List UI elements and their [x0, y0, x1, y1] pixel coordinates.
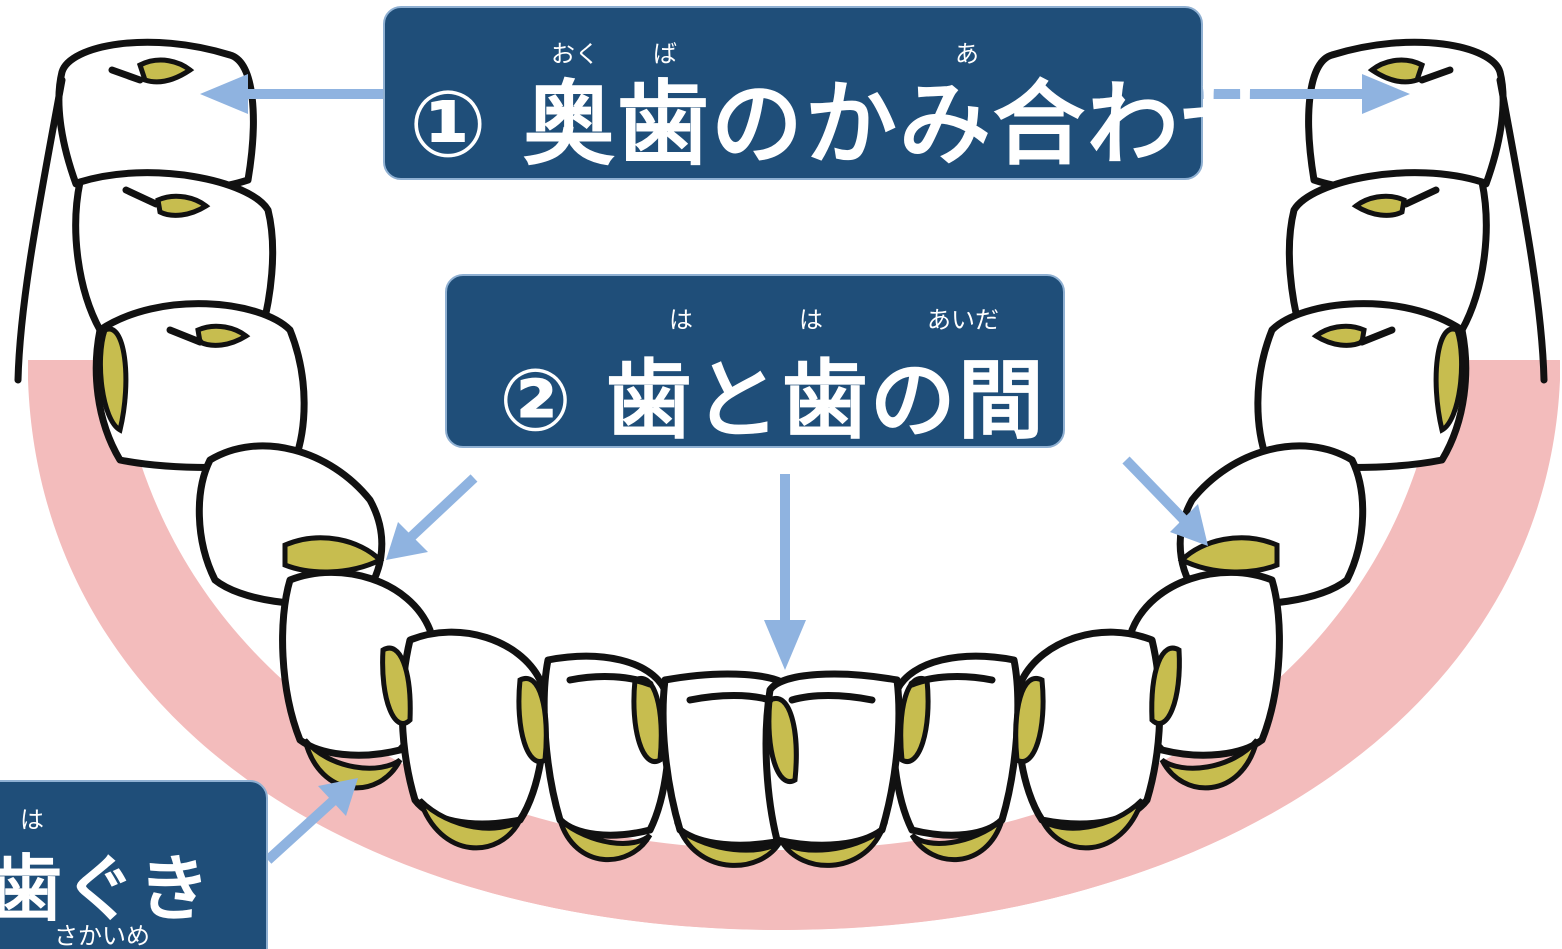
arrow-1-left-head	[200, 74, 248, 114]
plaque-gumline-left-1	[302, 738, 403, 791]
arrow-2-left-head	[386, 522, 428, 560]
plaque-molar-right-mid	[1351, 193, 1407, 218]
plaque-gap-left-1	[97, 326, 129, 434]
root-left-outer	[14, 76, 66, 384]
root-right-outer	[1496, 76, 1548, 384]
plaque-deposits	[97, 57, 1465, 868]
plaque-gumline-right-4	[779, 822, 889, 868]
plaque-gumline-right-2	[1039, 798, 1145, 851]
ruby-ha-gum: は	[20, 806, 44, 834]
arrow-2-left-shaft	[406, 474, 478, 542]
label-back-teeth-bite: おく ば あ ① 奥歯のかみ合わせ	[383, 6, 1273, 180]
arrow-2-right-shaft	[1122, 456, 1190, 526]
plaque-gap-center	[766, 696, 799, 784]
plaque-gumline-left-3	[555, 812, 653, 863]
molar-left-1	[55, 38, 257, 197]
ruby-a: あ	[955, 40, 979, 68]
edge-incisor-right	[788, 692, 876, 704]
plaque-gap-right-3	[1149, 645, 1182, 726]
plaque-gumline-right-3	[909, 812, 1007, 863]
plaque-gap-right-1	[1433, 326, 1465, 434]
label-back-teeth-bite-text: ① 奥歯のかみ合わせ	[409, 71, 1275, 178]
groove-right-3	[1358, 326, 1396, 346]
plaque-gap-left-3	[380, 645, 413, 726]
edge-incisor-left	[686, 692, 774, 704]
ruby-ha-2: は	[799, 306, 823, 334]
edge-canine-right	[908, 673, 996, 688]
plaque-gap-right-2	[1177, 535, 1280, 575]
plaque-gumline-left-4	[673, 822, 783, 868]
label-gumline-text: 歯ぐき	[0, 847, 213, 931]
ruby-oku: おく	[551, 40, 599, 68]
groove-left-3	[166, 326, 204, 346]
plaque-molar-right-top	[1367, 57, 1426, 85]
arrow-2-right-head	[1170, 504, 1208, 546]
label-gumline: は 歯ぐき さかいめ	[0, 780, 268, 949]
plaque-molar-right-low	[1311, 323, 1367, 348]
plaque-molar-left-mid	[155, 193, 211, 218]
ruby-aida: あいだ	[927, 306, 999, 334]
groove-left-1	[108, 66, 144, 84]
label-between-teeth-text: ② 歯と歯の間	[499, 351, 1046, 451]
plaque-gap-left-4	[516, 676, 549, 764]
ruby-ha-1: は	[669, 306, 693, 334]
edge-canine-left	[566, 673, 654, 688]
arrows	[200, 74, 1410, 864]
groove-right-1	[1418, 66, 1454, 84]
incisor-right-1	[762, 670, 903, 849]
arrow-3-head	[318, 778, 358, 816]
groove-right-2	[1402, 186, 1440, 208]
plaque-gumline-left-2	[417, 798, 523, 851]
ruby-ba: ば	[653, 40, 677, 68]
ruby-sakaime: さかいめ	[54, 922, 150, 949]
plaque-gumline-right-1	[1159, 738, 1260, 791]
tooth-details	[14, 66, 1548, 704]
plaque-molar-left-top	[136, 57, 195, 85]
arrow-2-center-head	[764, 620, 806, 670]
arrow-1-right-head	[1362, 74, 1410, 114]
plaque-molar-left-low	[195, 323, 251, 348]
arrow-3-shaft	[264, 796, 338, 864]
groove-left-2	[122, 186, 160, 208]
plaque-gap-left-2	[282, 535, 385, 575]
molar-right-1	[1305, 38, 1507, 197]
plaque-gap-right-4	[1013, 676, 1046, 764]
label-between-teeth: は は あいだ ② 歯と歯の間	[445, 274, 1065, 451]
